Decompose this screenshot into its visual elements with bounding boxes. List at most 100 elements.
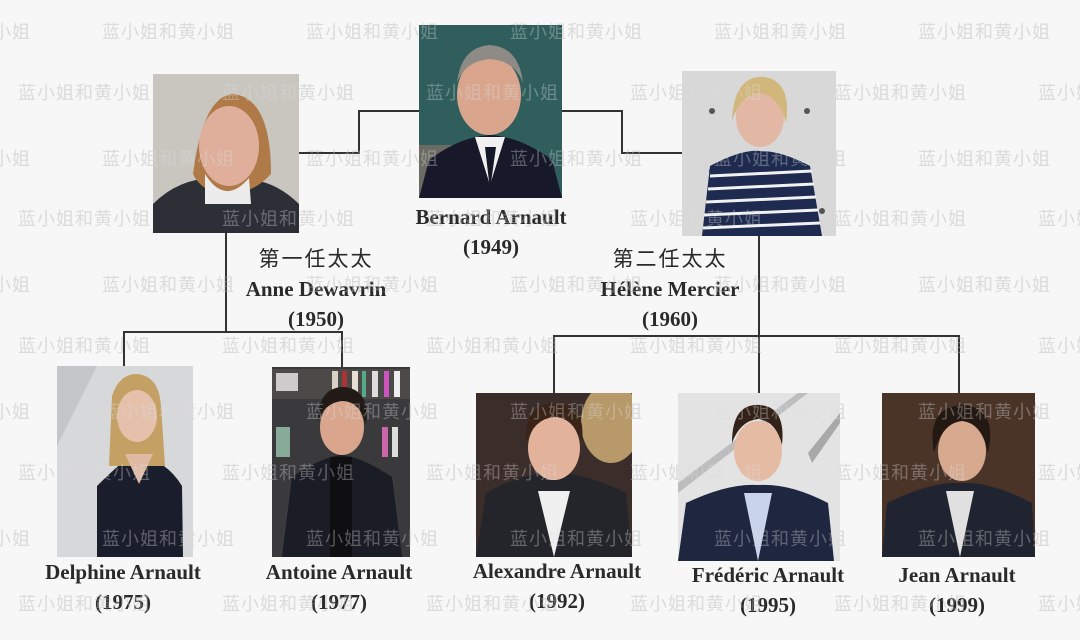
watermark-text: 蓝小姐和黄小姐 xyxy=(918,149,1051,170)
connector-anne-bernard-h1 xyxy=(299,152,360,154)
helene-children-bar xyxy=(553,335,960,337)
watermark-text: 蓝小姐和黄小姐 xyxy=(0,275,31,296)
watermark-text: 蓝小姐和黄小姐 xyxy=(102,22,235,43)
jean-arnault-photo xyxy=(882,393,1035,557)
father-name: Bernard Arnault xyxy=(415,205,567,229)
watermark-text: 蓝小姐和黄小姐 xyxy=(918,149,1051,170)
child-birth-year: (1975) xyxy=(95,590,151,614)
watermark-text: 蓝小姐和黄小姐 xyxy=(0,149,31,170)
antoine-arnault-photo xyxy=(272,367,410,557)
watermark-text: 蓝小姐和黄小姐 xyxy=(0,402,31,423)
watermark-text: 蓝小姐和黄小姐 xyxy=(0,149,31,170)
watermark-text: 蓝小姐和黄小姐 xyxy=(834,209,967,230)
child-name: Delphine Arnault xyxy=(45,560,201,584)
watermark-text: 蓝小姐和黄小姐 xyxy=(18,336,151,357)
child-label-frederic: Frédéric Arnault (1995) xyxy=(692,560,844,620)
watermark-text: 蓝小姐和黄小姐 xyxy=(0,402,31,423)
watermark-text: 蓝小姐和黄小姐 xyxy=(0,275,31,296)
watermark-text: 蓝小姐和黄小姐 xyxy=(426,336,559,357)
watermark-text: 蓝小姐和黄小姐 xyxy=(18,209,151,230)
watermark-text: 蓝小姐和黄小姐 xyxy=(918,275,1051,296)
anne-children-bar xyxy=(123,331,343,333)
drop-delphine xyxy=(123,331,125,366)
child-name: Alexandre Arnault xyxy=(472,559,642,583)
watermark-text: 蓝小姐和黄小姐 xyxy=(1038,594,1080,615)
watermark-text: 蓝小姐和黄小姐 xyxy=(918,22,1051,43)
watermark-text: 蓝小姐和黄小姐 xyxy=(0,529,31,550)
watermark-text: 蓝小姐和黄小姐 xyxy=(102,275,235,296)
portrait-man-icon xyxy=(476,393,632,557)
helene-stem xyxy=(758,236,760,393)
watermark-text: 蓝小姐和黄小姐 xyxy=(222,336,355,357)
watermark-text: 蓝小姐和黄小姐 xyxy=(18,83,151,104)
connector-bernard-helene-v xyxy=(621,110,623,154)
second-wife-birth-year: (1960) xyxy=(641,307,698,331)
anne-dewavrin-photo xyxy=(153,74,299,233)
watermark-text: 蓝小姐和黄小姐 xyxy=(1038,209,1080,230)
watermark-text: 蓝小姐和黄小姐 xyxy=(714,22,847,43)
watermark-text: 蓝小姐和黄小姐 xyxy=(1038,83,1080,104)
watermark-text: 蓝小姐和黄小姐 xyxy=(102,275,235,296)
alexandre-arnault-photo xyxy=(476,393,632,557)
portrait-woman-icon xyxy=(682,71,836,236)
connector-anne-bernard-v xyxy=(358,110,360,154)
anne-stem xyxy=(225,233,227,333)
first-wife-role: 第一任太太 xyxy=(258,247,374,271)
child-label-delphine: Delphine Arnault (1975) xyxy=(45,557,201,617)
helene-mercier-photo xyxy=(682,71,836,236)
child-label-alexandre: Alexandre Arnault (1992) xyxy=(473,556,641,616)
father-birth-year: (1949) xyxy=(463,235,519,259)
connector-bernard-helene-h1 xyxy=(562,110,623,112)
second-wife-name: Hélène Mercier xyxy=(600,277,740,301)
watermark-text: 蓝小姐和黄小姐 xyxy=(426,336,559,357)
child-name: Jean Arnault xyxy=(898,563,1016,587)
drop-jean xyxy=(958,335,960,393)
watermark-text: 蓝小姐和黄小姐 xyxy=(1038,336,1080,357)
watermark-text: 蓝小姐和黄小姐 xyxy=(834,83,967,104)
watermark-text: 蓝小姐和黄小姐 xyxy=(834,209,967,230)
watermark-text: 蓝小姐和黄小姐 xyxy=(918,275,1051,296)
watermark-text: 蓝小姐和黄小姐 xyxy=(18,336,151,357)
watermark-text: 蓝小姐和黄小姐 xyxy=(1038,463,1080,484)
second-wife-label: 第二任太太 Hélène Mercier (1960) xyxy=(601,244,740,334)
watermark-text: 蓝小姐和黄小姐 xyxy=(0,22,31,43)
watermark-text: 蓝小姐和黄小姐 xyxy=(0,22,31,43)
watermark-text: 蓝小姐和黄小姐 xyxy=(1038,209,1080,230)
child-label-antoine: Antoine Arnault (1977) xyxy=(266,557,412,617)
watermark-text: 蓝小姐和黄小姐 xyxy=(918,22,1051,43)
drop-antoine xyxy=(341,331,343,367)
first-wife-label: 第一任太太 Anne Dewavrin (1950) xyxy=(246,244,387,334)
portrait-man-icon xyxy=(419,25,562,198)
delphine-arnault-photo xyxy=(57,366,193,557)
watermark-text: 蓝小姐和黄小姐 xyxy=(1038,83,1080,104)
watermark-text: 蓝小姐和黄小姐 xyxy=(1038,336,1080,357)
watermark-text: 蓝小姐和黄小姐 xyxy=(1038,594,1080,615)
watermark-text: 蓝小姐和黄小姐 xyxy=(0,529,31,550)
child-name: Frédéric Arnault xyxy=(691,563,845,587)
connector-bernard-helene-h2 xyxy=(621,152,682,154)
watermark-text: 蓝小姐和黄小姐 xyxy=(1038,463,1080,484)
child-label-jean: Jean Arnault (1999) xyxy=(898,560,1015,620)
watermark-text: 蓝小姐和黄小姐 xyxy=(834,83,967,104)
child-birth-year: (1995) xyxy=(740,593,796,617)
watermark-text: 蓝小姐和黄小姐 xyxy=(102,22,235,43)
watermark-text: 蓝小姐和黄小姐 xyxy=(18,209,151,230)
portrait-man-icon xyxy=(272,367,410,557)
portrait-man-icon xyxy=(882,393,1035,557)
second-wife-role: 第二任太太 xyxy=(612,247,728,271)
bernard-photo xyxy=(419,25,562,198)
portrait-man-icon xyxy=(678,393,840,561)
portrait-woman-icon xyxy=(153,74,299,233)
connector-anne-bernard-h2 xyxy=(358,110,419,112)
watermark-text: 蓝小姐和黄小姐 xyxy=(222,336,355,357)
drop-alexandre xyxy=(553,335,555,393)
frederic-arnault-photo xyxy=(678,393,840,561)
watermark-text: 蓝小姐和黄小姐 xyxy=(714,22,847,43)
child-name: Antoine Arnault xyxy=(265,560,413,584)
father-label: Bernard Arnault (1949) xyxy=(415,202,566,262)
first-wife-name: Anne Dewavrin xyxy=(245,277,387,301)
child-birth-year: (1977) xyxy=(311,590,367,614)
child-birth-year: (1992) xyxy=(529,589,585,613)
watermark-text: 蓝小姐和黄小姐 xyxy=(18,83,151,104)
